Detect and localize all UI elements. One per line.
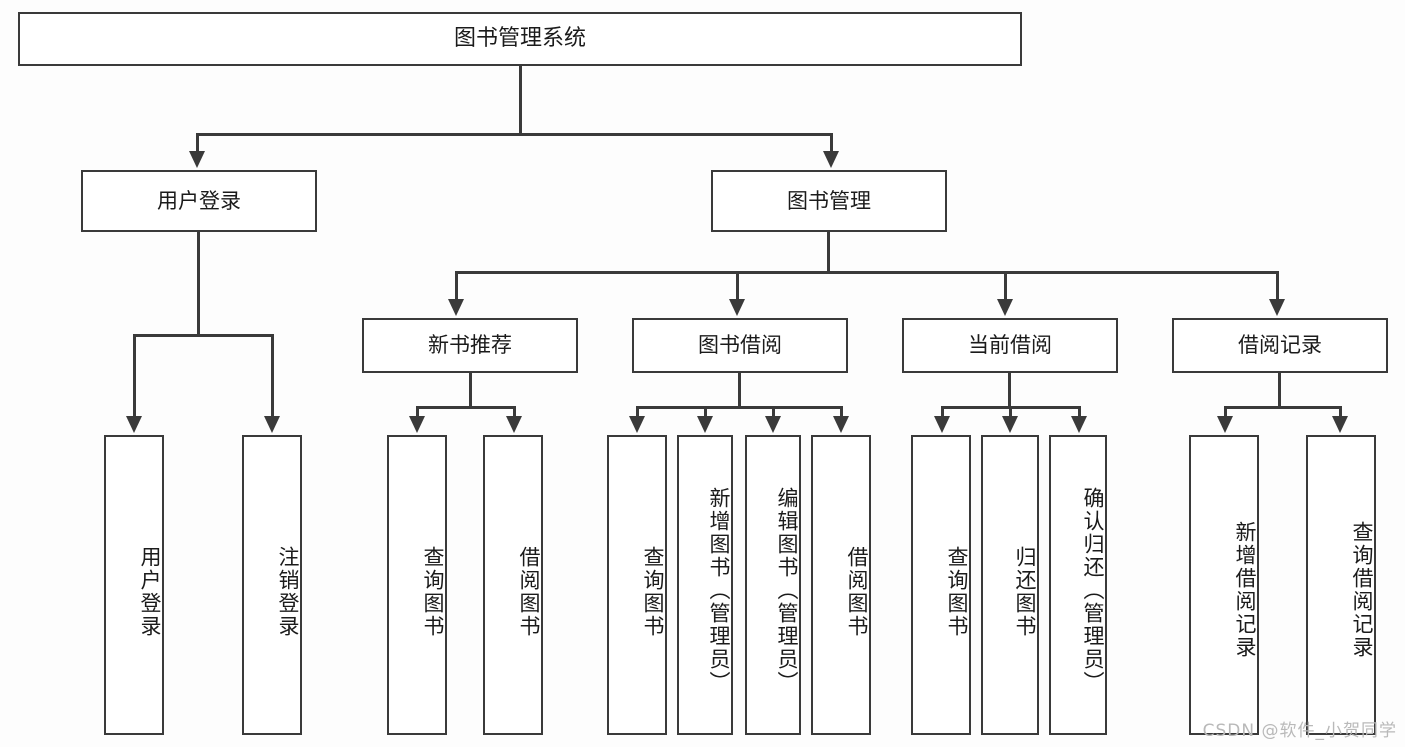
leaf-user-login[interactable]: 用户登录 xyxy=(104,435,164,735)
arrow-current-borrow-leaf-2 xyxy=(1002,416,1018,433)
arrow-book-borrow-leaf-2 xyxy=(697,416,713,433)
arrow-new-book-leaf-1 xyxy=(409,416,425,433)
arrow-book-borrow-leaf-4 xyxy=(833,416,849,433)
connector-book-borrow-drop-2 xyxy=(704,406,707,418)
leaf-book-edit-admin[interactable]: 编辑图书（管理员） xyxy=(745,435,801,735)
node-label: 图书管理系统 xyxy=(453,26,586,52)
connector-borrow-record-drop-2 xyxy=(1339,406,1342,418)
arrow-current-borrow-leaf-1 xyxy=(934,416,950,433)
node-label: 注销登录 xyxy=(276,546,300,638)
connector-user-login-drop-1 xyxy=(133,334,136,418)
arrow-new-book-leaf-2 xyxy=(506,416,522,433)
connector-user-login-trunk xyxy=(197,232,200,336)
node-borrow-record[interactable]: 借阅记录 xyxy=(1172,318,1388,373)
arrow-to-user-login xyxy=(189,151,205,168)
node-label: 用户登录 xyxy=(157,188,241,213)
node-label: 借阅图书 xyxy=(845,546,869,638)
node-root-system[interactable]: 图书管理系统 xyxy=(18,12,1022,66)
connector-root-to-user-login xyxy=(196,133,199,153)
connector-new-book-drop-1 xyxy=(416,406,419,418)
arrow-to-new-book-recommend xyxy=(448,299,464,316)
connector-book-manage-drop-4 xyxy=(1276,271,1279,301)
node-book-management[interactable]: 图书管理 xyxy=(711,170,947,232)
connector-book-manage-drop-1 xyxy=(455,271,458,301)
connector-book-borrow-drop-1 xyxy=(636,406,639,418)
connector-root-trunk xyxy=(519,66,522,135)
connector-root-bar xyxy=(196,133,833,136)
connector-user-login-bar xyxy=(133,334,273,337)
connector-borrow-record-drop-1 xyxy=(1224,406,1227,418)
arrow-user-login-leaf-1 xyxy=(126,416,142,433)
arrow-current-borrow-leaf-3 xyxy=(1071,416,1087,433)
node-label: 图书借阅 xyxy=(698,333,782,358)
connector-current-borrow-drop-2 xyxy=(1009,406,1012,418)
connector-current-borrow-trunk xyxy=(1008,373,1011,408)
connector-current-borrow-drop-1 xyxy=(941,406,944,418)
leaf-new-book-borrow[interactable]: 借阅图书 xyxy=(483,435,543,735)
node-label: 新增借阅记录 xyxy=(1233,521,1257,659)
node-label: 归还图书 xyxy=(1013,546,1037,638)
connector-new-book-drop-2 xyxy=(513,406,516,418)
node-label: 查询借阅记录 xyxy=(1350,521,1374,659)
connector-current-borrow-drop-3 xyxy=(1078,406,1081,418)
arrow-to-borrow-record xyxy=(1269,299,1285,316)
node-label: 查询图书 xyxy=(945,546,969,638)
arrow-to-book-manage xyxy=(823,151,839,168)
connector-new-book-bar xyxy=(416,406,516,409)
leaf-book-borrow-action[interactable]: 借阅图书 xyxy=(811,435,871,735)
connector-borrow-record-trunk xyxy=(1278,373,1281,408)
connector-book-borrow-trunk xyxy=(738,373,741,408)
leaf-confirm-return-admin[interactable]: 确认归还（管理员） xyxy=(1049,435,1107,735)
node-book-borrow[interactable]: 图书借阅 xyxy=(632,318,848,373)
leaf-current-borrow-query[interactable]: 查询图书 xyxy=(911,435,971,735)
leaf-book-borrow-query[interactable]: 查询图书 xyxy=(607,435,667,735)
node-label: 图书管理 xyxy=(787,188,871,213)
connector-root-to-book-manage xyxy=(830,133,833,153)
leaf-query-borrow-record[interactable]: 查询借阅记录 xyxy=(1306,435,1376,735)
node-current-borrow[interactable]: 当前借阅 xyxy=(902,318,1118,373)
leaf-logout[interactable]: 注销登录 xyxy=(242,435,302,735)
node-label: 借阅记录 xyxy=(1238,333,1322,358)
connector-book-borrow-bar xyxy=(636,406,842,409)
node-label: 借阅图书 xyxy=(517,546,541,638)
leaf-add-borrow-record[interactable]: 新增借阅记录 xyxy=(1189,435,1259,735)
arrow-user-login-leaf-2 xyxy=(264,416,280,433)
node-label: 新增图书（管理员） xyxy=(707,486,731,694)
arrow-borrow-record-leaf-2 xyxy=(1332,416,1348,433)
node-label: 新书推荐 xyxy=(428,333,512,358)
node-label: 当前借阅 xyxy=(968,333,1052,358)
node-label: 用户登录 xyxy=(138,546,162,638)
node-label: 确认归还（管理员） xyxy=(1081,486,1105,694)
connector-user-login-drop-2 xyxy=(271,334,274,418)
arrow-book-borrow-leaf-1 xyxy=(629,416,645,433)
connector-book-manage-trunk xyxy=(827,232,830,274)
node-label: 编辑图书（管理员） xyxy=(775,486,799,694)
arrow-to-current-borrow xyxy=(997,299,1013,316)
connector-book-manage-drop-2 xyxy=(736,271,739,301)
arrow-borrow-record-leaf-1 xyxy=(1217,416,1233,433)
leaf-return-book[interactable]: 归还图书 xyxy=(981,435,1039,735)
connector-book-borrow-drop-4 xyxy=(840,406,843,418)
arrow-to-book-borrow xyxy=(729,299,745,316)
leaf-new-book-query[interactable]: 查询图书 xyxy=(387,435,447,735)
leaf-book-add-admin[interactable]: 新增图书（管理员） xyxy=(677,435,733,735)
node-label: 查询图书 xyxy=(641,546,665,638)
node-new-book-recommend[interactable]: 新书推荐 xyxy=(362,318,578,373)
arrow-book-borrow-leaf-3 xyxy=(765,416,781,433)
connector-new-book-trunk xyxy=(469,373,472,408)
connector-book-manage-bar xyxy=(455,271,1279,274)
connector-book-manage-drop-3 xyxy=(1004,271,1007,301)
node-user-login[interactable]: 用户登录 xyxy=(81,170,317,232)
node-label: 查询图书 xyxy=(421,546,445,638)
connector-borrow-record-bar xyxy=(1224,406,1342,409)
connector-book-borrow-drop-3 xyxy=(772,406,775,418)
